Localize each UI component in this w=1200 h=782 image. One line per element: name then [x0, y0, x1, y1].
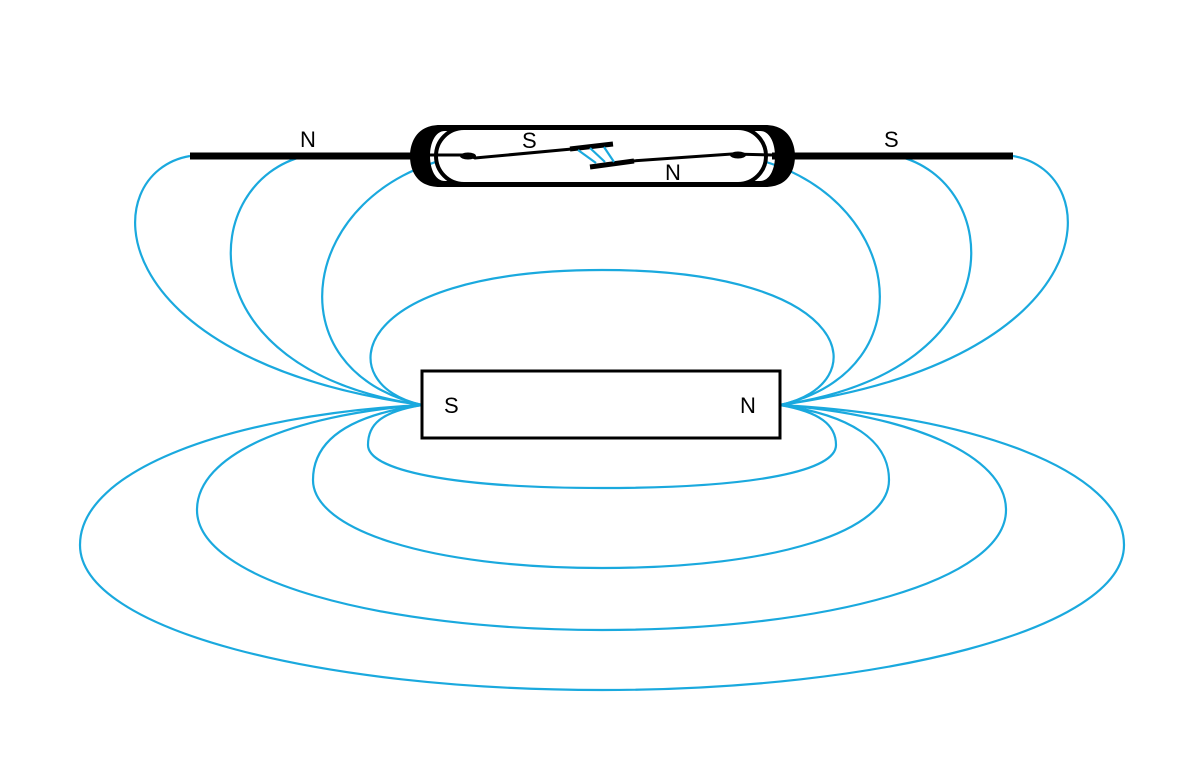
field-line-right-outer: [779, 154, 1069, 407]
bar-magnet: S N: [420, 369, 782, 440]
field-line-bottom-2: [311, 403, 891, 570]
contact-field-lines: [577, 146, 615, 164]
magnet-right-pole-label: N: [740, 393, 756, 418]
reed-left-contact: [569, 141, 614, 152]
field-line-right-middle: [779, 154, 973, 407]
magnet-left-pole-label: S: [444, 393, 459, 418]
field-line-bottom-4: [78, 403, 1126, 692]
field-line-bottom-1: [366, 403, 838, 490]
contact-field-line: [577, 149, 597, 164]
lead-left-pole-label: N: [300, 127, 316, 152]
reed-switch: N S S N: [190, 125, 1013, 187]
reed-left-seal: [460, 152, 476, 160]
reed-right-pole-label: N: [665, 160, 681, 185]
contact-field-line: [589, 147, 606, 163]
reed-right-contact: [589, 158, 635, 170]
field-line-left-middle: [229, 154, 423, 407]
field-lines: [78, 154, 1126, 692]
field-line-top-loop: [369, 268, 835, 407]
reed-right-seal: [730, 151, 746, 159]
field-line-left-inner: [321, 155, 456, 407]
magnet-body: [420, 369, 782, 440]
lead-right-pole-label: S: [884, 127, 899, 152]
field-line-left-outer: [134, 154, 423, 407]
field-line-right-inner: [746, 155, 881, 407]
reed-left-pole-label: S: [522, 128, 537, 153]
field-line-bottom-3: [195, 403, 1008, 632]
contact-field-line: [603, 146, 615, 163]
